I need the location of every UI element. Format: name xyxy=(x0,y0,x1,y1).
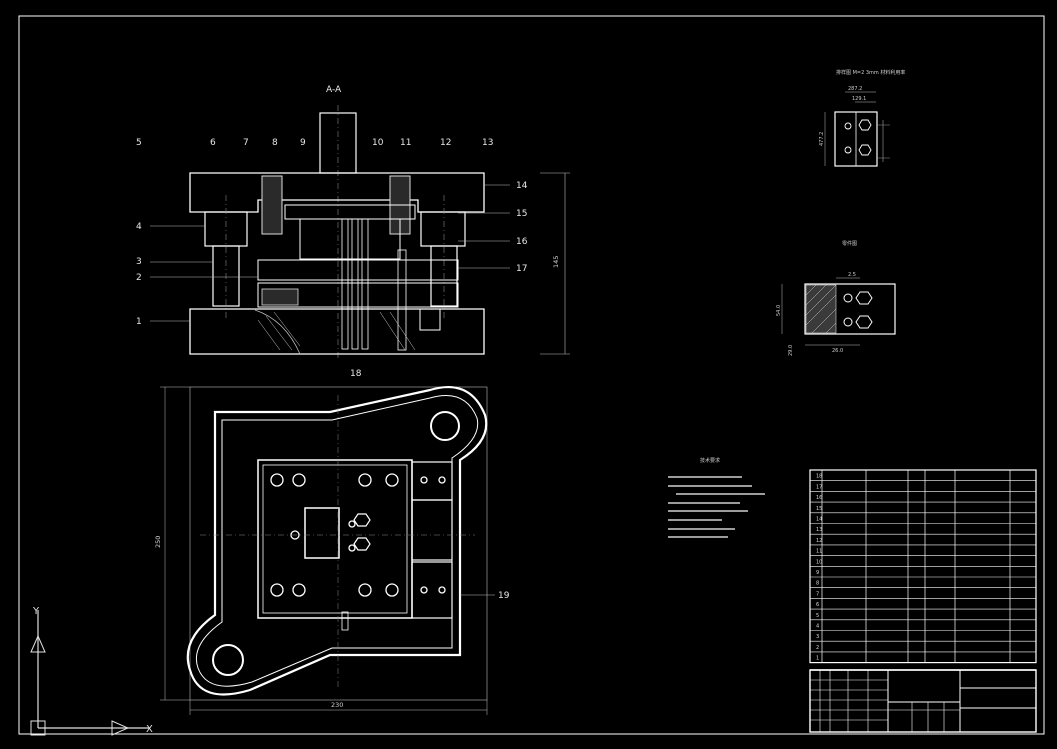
ucs-y-label: Y xyxy=(32,606,40,617)
strip-height-dim: 477.2 xyxy=(819,132,825,146)
part-number-2: 2 xyxy=(136,273,142,283)
part-number-6: 6 xyxy=(210,138,216,148)
bom-row-number: 18 xyxy=(816,474,822,480)
part-number-10: 10 xyxy=(372,138,384,148)
bom-row-number: 7 xyxy=(816,591,819,597)
bom-row-number: 8 xyxy=(816,581,819,587)
bom-row-number: 5 xyxy=(816,613,819,619)
part-number-19: 19 xyxy=(498,591,510,601)
strip-width-dim-1: 287.2 xyxy=(848,86,862,92)
blank-view[interactable]: 零件图 2.5 26.0 54.0 29.0 xyxy=(776,240,896,356)
bom-row-number: 3 xyxy=(816,634,819,640)
part-number-12: 12 xyxy=(440,138,451,148)
part-number-18: 18 xyxy=(350,369,362,379)
tech-req-title: 技术要求 xyxy=(700,457,720,464)
bom-row-number: 6 xyxy=(816,602,819,608)
bom-row-number: 15 xyxy=(816,506,822,512)
plan-view[interactable]: 250 230 19 xyxy=(154,385,510,715)
bill-of-materials[interactable]: 18 17 16 15 14 13 12 11 10 9 8 7 6 5 4 3 2 1 xyxy=(809,469,1037,664)
drawing-border xyxy=(18,15,1045,735)
strip-layout-view[interactable]: 排样图 M=2 3mm 材料利用率 287.2 129.1 477.2 xyxy=(819,69,905,167)
strip-width-dim-2: 129.1 xyxy=(852,96,866,102)
part-number-4: 4 xyxy=(136,222,142,232)
part-number-17: 17 xyxy=(516,264,527,274)
part-number-13: 13 xyxy=(482,138,493,148)
bom-row-number: 9 xyxy=(816,570,819,576)
blank-dim-c: 54.0 xyxy=(776,305,782,316)
bom-row-number: 11 xyxy=(816,549,822,555)
height-dimension: 145 xyxy=(552,256,560,268)
part-number-14: 14 xyxy=(516,181,528,191)
part-number-7: 7 xyxy=(243,138,249,148)
part-number-9: 9 xyxy=(300,138,306,148)
blank-dim-b: 26.0 xyxy=(832,348,843,354)
bom-row-number: 2 xyxy=(816,645,819,651)
part-number-11: 11 xyxy=(400,138,411,148)
ucs-icon: Y X xyxy=(30,606,153,736)
technical-requirements[interactable]: 技术要求 xyxy=(668,457,765,538)
bom-row-number: 17 xyxy=(816,484,822,490)
part-number-1: 1 xyxy=(136,317,142,327)
part-number-8: 8 xyxy=(272,138,278,148)
blank-dim-a: 2.5 xyxy=(848,272,856,278)
section-title: A-A xyxy=(326,85,342,95)
plan-height-dimension: 250 xyxy=(154,536,162,548)
part-number-3: 3 xyxy=(136,257,142,267)
bom-row-number: 1 xyxy=(816,656,819,662)
part-number-15: 15 xyxy=(516,209,527,219)
bom-row-number: 14 xyxy=(816,517,822,523)
bom-row-number: 16 xyxy=(816,495,822,501)
title-block[interactable] xyxy=(809,669,1037,733)
plan-width-dimension: 230 xyxy=(331,701,343,709)
blank-title: 零件图 xyxy=(842,240,857,247)
bom-row-number: 12 xyxy=(816,538,822,544)
strip-layout-title: 排样图 M=2 3mm 材料利用率 xyxy=(836,69,905,76)
ucs-x-label: X xyxy=(146,724,153,735)
part-number-5: 5 xyxy=(136,138,142,148)
blank-dim-d: 29.0 xyxy=(788,345,794,356)
section-view[interactable]: A-A xyxy=(136,85,570,379)
bom-row-number: 4 xyxy=(816,624,819,630)
part-number-16: 16 xyxy=(516,237,528,247)
bom-row-number: 10 xyxy=(816,559,822,565)
bom-row-number: 13 xyxy=(816,527,822,533)
